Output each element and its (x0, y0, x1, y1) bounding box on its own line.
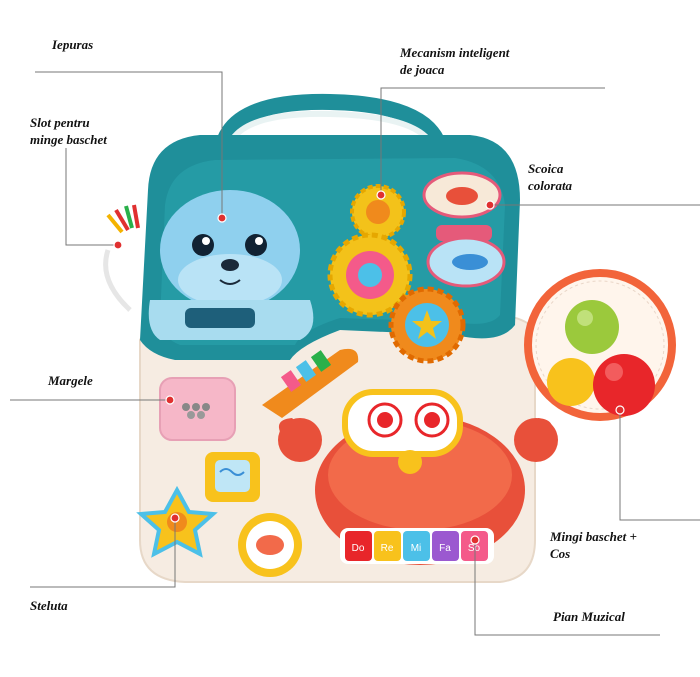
rocket (262, 348, 359, 418)
piano-key-fa (432, 531, 459, 561)
crab (278, 389, 558, 565)
callout-dots (113, 190, 625, 545)
piano-key-do (345, 531, 372, 561)
beads (159, 377, 236, 441)
callout-dot (470, 535, 480, 545)
label-mingi-baschet-cos: Mingi baschet + Cos (550, 529, 637, 561)
piano-key-re (374, 531, 401, 561)
piano-key-mi (403, 531, 430, 561)
colored-shell (422, 171, 506, 288)
callout-dot (113, 240, 123, 250)
piano-key-label: Re (381, 543, 394, 554)
callout-dot (170, 513, 180, 523)
callout-lines (10, 71, 700, 636)
piano-key-label: Mi (411, 543, 422, 554)
callout-dot (217, 213, 227, 223)
wave-cube (205, 452, 260, 502)
callout-dot (615, 405, 625, 415)
piano: Do Re Mi Fa So (340, 528, 494, 564)
basketball-slot (148, 300, 314, 340)
label-margele: Margele (48, 373, 93, 388)
label-steluta: Steluta (30, 598, 68, 613)
callout-dot (485, 200, 495, 210)
basketball-hoop (524, 269, 676, 421)
piano-key-label: So (468, 543, 481, 554)
rings-toy (103, 204, 140, 312)
label-slot-minge-baschet: Slot pentru minge baschet (30, 115, 107, 147)
label-scoica-colorata: Scoica colorata (528, 161, 573, 193)
fish-disc (238, 513, 302, 577)
callout-dot (165, 395, 175, 405)
carry-handle (214, 93, 448, 158)
callout-dot (376, 190, 386, 200)
piano-key-label: Do (352, 543, 365, 554)
label-mecanism-inteligent: Mecanism inteligent de joaca (400, 45, 510, 77)
label-iepuras: Iepuras (52, 37, 94, 52)
piano-key-label: Fa (439, 543, 451, 554)
label-pian-muzical: Pian Muzical (553, 609, 625, 624)
gears (327, 184, 466, 364)
bunny-seal-face (160, 190, 300, 310)
